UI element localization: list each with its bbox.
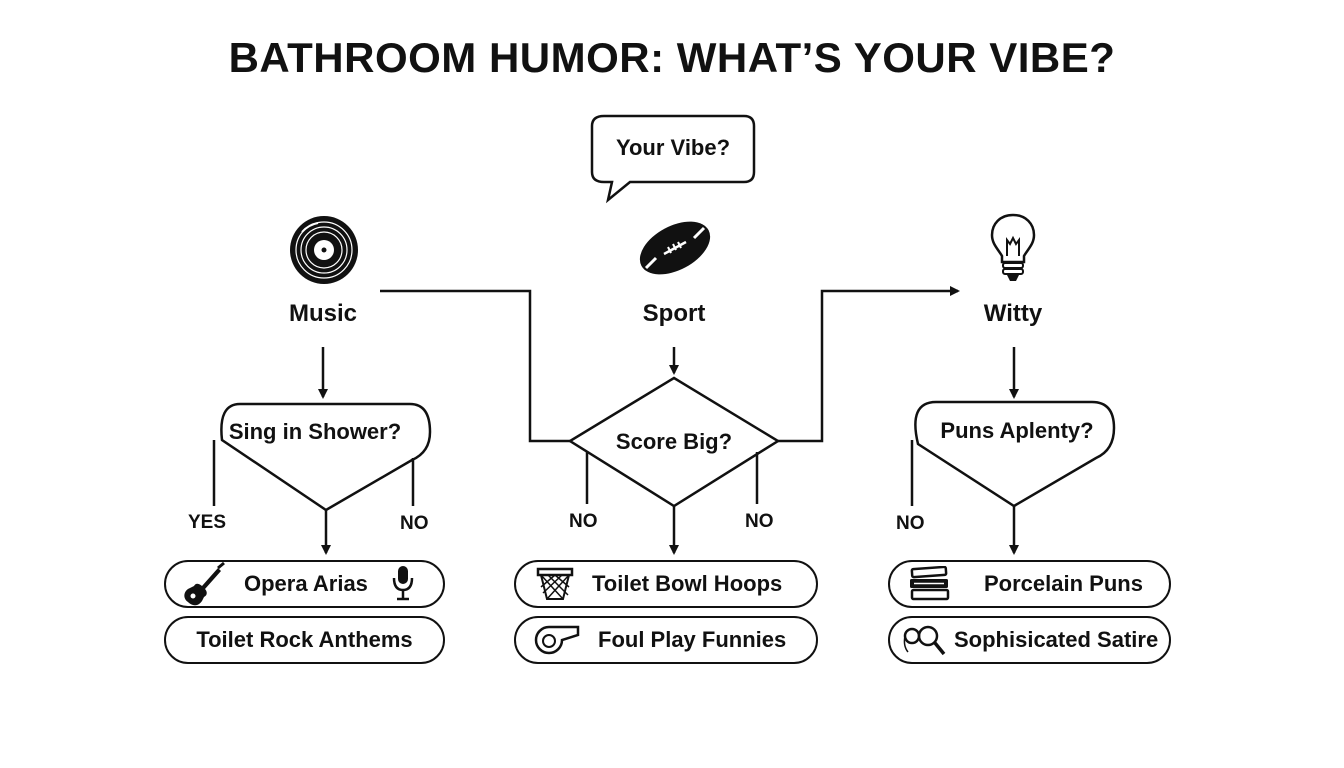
lightbulb-icon <box>990 213 1036 281</box>
whistle-icon <box>534 625 580 655</box>
result-foul-play-funnies: Foul Play Funnies <box>514 616 818 664</box>
score-to-witty-connector <box>776 286 960 443</box>
root-label: Your Vibe? <box>615 135 731 160</box>
electric-guitar-icon <box>184 561 225 606</box>
branch-label-music: Music <box>288 300 357 327</box>
page-title: BATHROOM HUMOR: WHAT’S YOUR VIBE? <box>228 34 1116 81</box>
result-text: Porcelain Puns <box>984 571 1143 596</box>
result-text: Foul Play Funnies <box>598 627 787 652</box>
microphone-icon <box>392 566 414 601</box>
book-stack-icon <box>910 566 950 601</box>
result-text: Toilet Rock Anthems <box>196 627 413 652</box>
result-toilet-rock-anthems: Toilet Rock Anthems <box>164 616 445 664</box>
monocle-magnifier-icon <box>903 625 946 656</box>
question-music: Sing in Shower? <box>228 419 402 444</box>
result-text: Toilet Bowl Hoops <box>592 571 783 596</box>
branch-label-sport: Sport <box>642 300 706 327</box>
result-toilet-bowl-hoops: Toilet Bowl Hoops <box>514 560 818 608</box>
football-icon <box>639 221 711 275</box>
no-label-music: NO <box>400 513 429 534</box>
result-opera-arias: Opera Arias <box>164 560 445 608</box>
result-porcelain-puns: Porcelain Puns <box>888 560 1171 608</box>
result-sophisicated-satire: Sophisicated Satire <box>888 616 1171 664</box>
no-label-witty: NO <box>896 513 925 534</box>
question-sport: Score Big? <box>615 429 733 454</box>
result-text: Sophisicated Satire <box>954 627 1159 652</box>
no-label-sport-left: NO <box>569 511 598 532</box>
music-decision-shape <box>220 402 432 512</box>
witty-decision-shape <box>914 400 1116 508</box>
basketball-hoop-icon <box>536 567 574 600</box>
root-speech-bubble <box>590 114 756 204</box>
music-to-score-connector <box>380 289 572 443</box>
result-text: Opera Arias <box>244 571 368 596</box>
branch-label-witty: Witty <box>983 300 1043 327</box>
no-label-sport-right: NO <box>745 511 774 532</box>
vinyl-record-icon <box>290 216 358 284</box>
yes-label-music: YES <box>188 512 227 533</box>
question-witty: Puns Aplenty? <box>940 418 1094 443</box>
